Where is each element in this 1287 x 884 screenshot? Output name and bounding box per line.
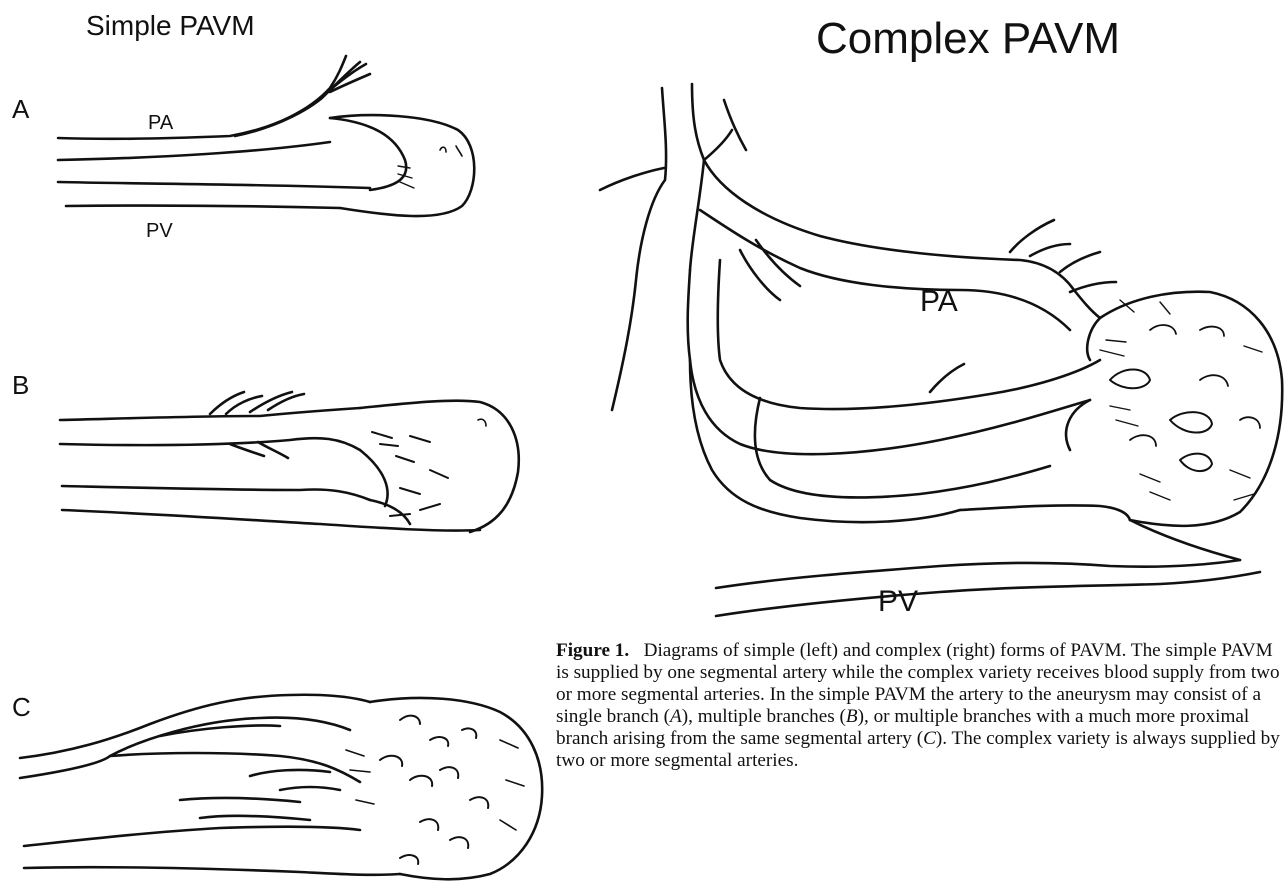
complex-pavm-drawing — [600, 84, 1282, 616]
caption-ref-b: B — [846, 706, 858, 727]
panel-a-drawing — [58, 56, 474, 216]
panel-c-drawing — [20, 695, 542, 880]
complex-pa-label: PA — [920, 285, 958, 319]
panel-label-b: B — [12, 370, 29, 401]
caption-label: Figure 1. — [556, 640, 629, 661]
simple-pavm-title: Simple PAVM — [86, 10, 255, 42]
caption-ref-c: C — [923, 728, 936, 749]
caption-text-2: ), multiple branches ( — [682, 706, 846, 727]
panel-b-drawing — [60, 392, 519, 532]
panel-a-pv-label: PV — [146, 220, 173, 243]
panel-a-pa-label: PA — [148, 112, 173, 135]
panel-label-c: C — [12, 692, 31, 723]
caption-ref-a: A — [670, 706, 682, 727]
complex-pv-label: PV — [878, 585, 918, 619]
panel-label-a: A — [12, 94, 29, 125]
complex-pavm-title: Complex PAVM — [816, 14, 1120, 64]
figure-caption: Figure 1. Diagrams of simple (left) and … — [556, 640, 1281, 772]
